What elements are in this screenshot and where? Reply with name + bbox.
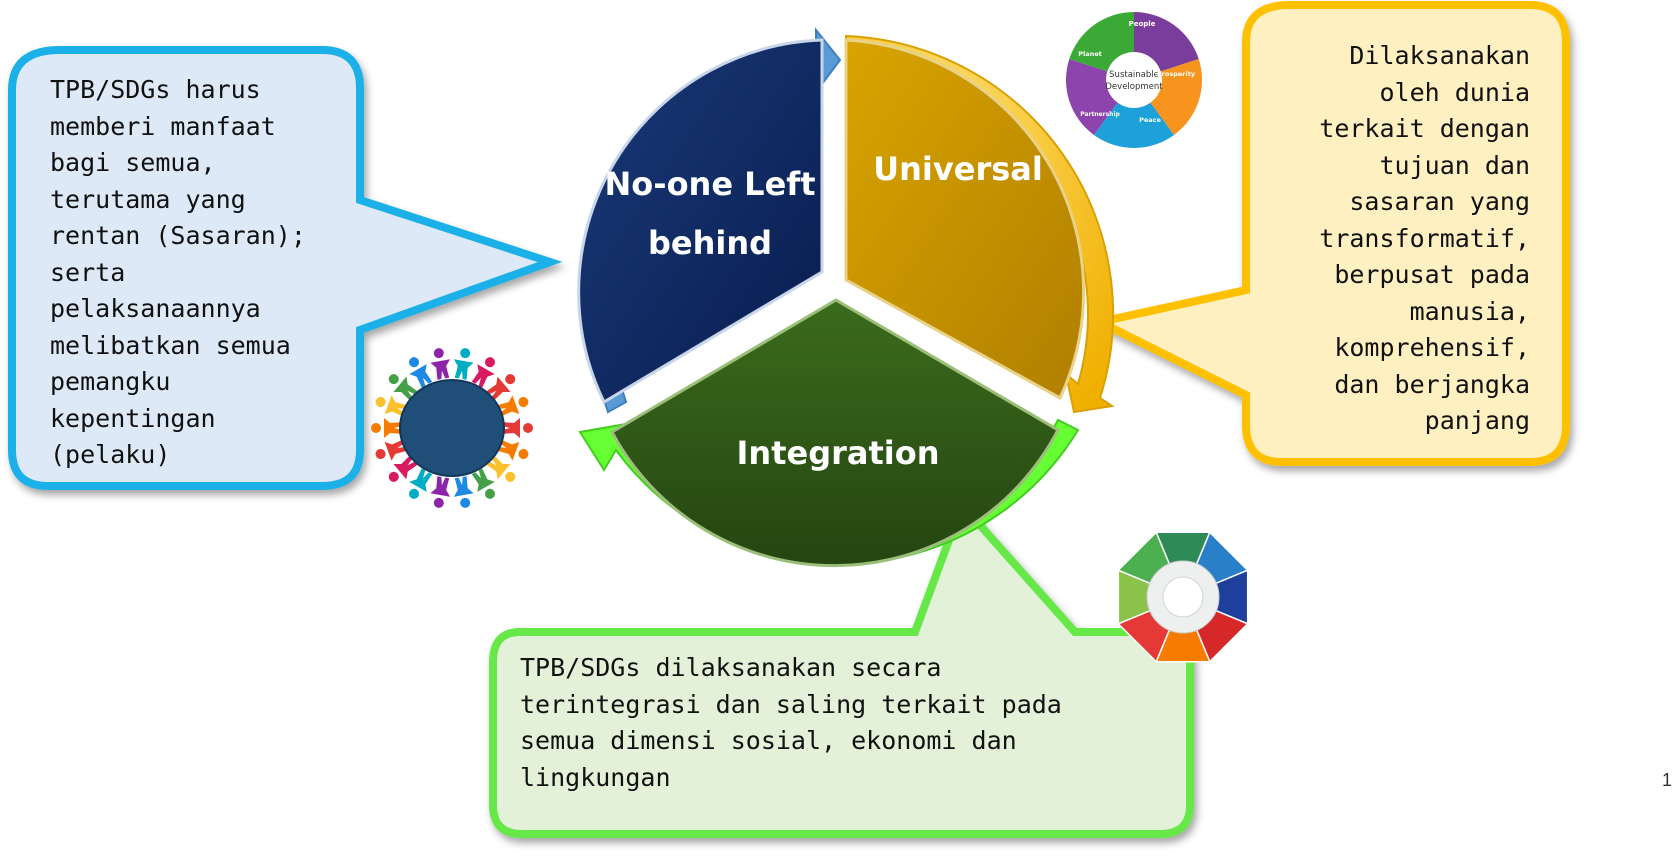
- person-figure-icon: [430, 476, 451, 508]
- sdg-icon-peace: Peace: [1139, 116, 1161, 124]
- person-figure-icon: [471, 357, 495, 388]
- person-figure-icon: [388, 455, 418, 482]
- sdg-icon-partnership: Partnership: [1080, 111, 1120, 118]
- sdg-icon-planet: Planet: [1078, 50, 1102, 58]
- person-figure-icon: [375, 395, 408, 417]
- right-callout-bubble: [1088, 0, 1570, 466]
- person-figure-icon: [496, 395, 529, 417]
- people-circle-icon: [371, 348, 533, 508]
- sdg-icon-center-line1: Sustainable: [1109, 70, 1159, 80]
- person-figure-icon: [453, 476, 474, 508]
- person-figure-icon: [496, 439, 529, 461]
- person-figure-icon: [375, 439, 408, 461]
- person-figure-icon: [502, 418, 533, 438]
- sdg-icon-prosperity: Prosperity: [1157, 70, 1196, 78]
- integration-segment: [609, 298, 1060, 568]
- person-figure-icon: [486, 455, 516, 482]
- bottom-callout-text: TPB/SDGs dilaksanakan secara terintegras…: [520, 653, 1062, 792]
- universal-label: Universal: [873, 150, 1043, 188]
- person-figure-icon: [409, 468, 433, 499]
- person-figure-icon: [486, 374, 516, 401]
- left-callout-bubble: [8, 46, 563, 490]
- left-callout-text: TPB/SDGs harus memberi manfaat bagi semu…: [50, 75, 306, 469]
- universal-segment: [844, 38, 1085, 401]
- right-callout-text: Dilaksanakan oleh dunia terkait dengan t…: [1319, 41, 1530, 435]
- person-figure-icon: [409, 357, 433, 388]
- person-figure-icon: [371, 418, 402, 438]
- page-number: 1: [1662, 770, 1673, 790]
- sdg-5p-icon: Sustainable Development People Prosperit…: [1065, 11, 1203, 149]
- integrated-octagon-icon: [1116, 530, 1250, 664]
- sdg-icon-people: People: [1129, 20, 1156, 28]
- person-figure-icon: [430, 348, 451, 380]
- person-figure-icon: [471, 468, 495, 499]
- sdg-icon-center-line2: Development: [1105, 82, 1163, 92]
- no-one-left-behind-label-line2: behind: [648, 224, 772, 262]
- no-one-left-behind-segment: [577, 38, 824, 405]
- no-one-left-behind-label-line1: No-one Left: [605, 165, 816, 203]
- integration-label: Integration: [737, 434, 940, 472]
- person-figure-icon: [453, 348, 474, 380]
- person-figure-icon: [388, 374, 418, 401]
